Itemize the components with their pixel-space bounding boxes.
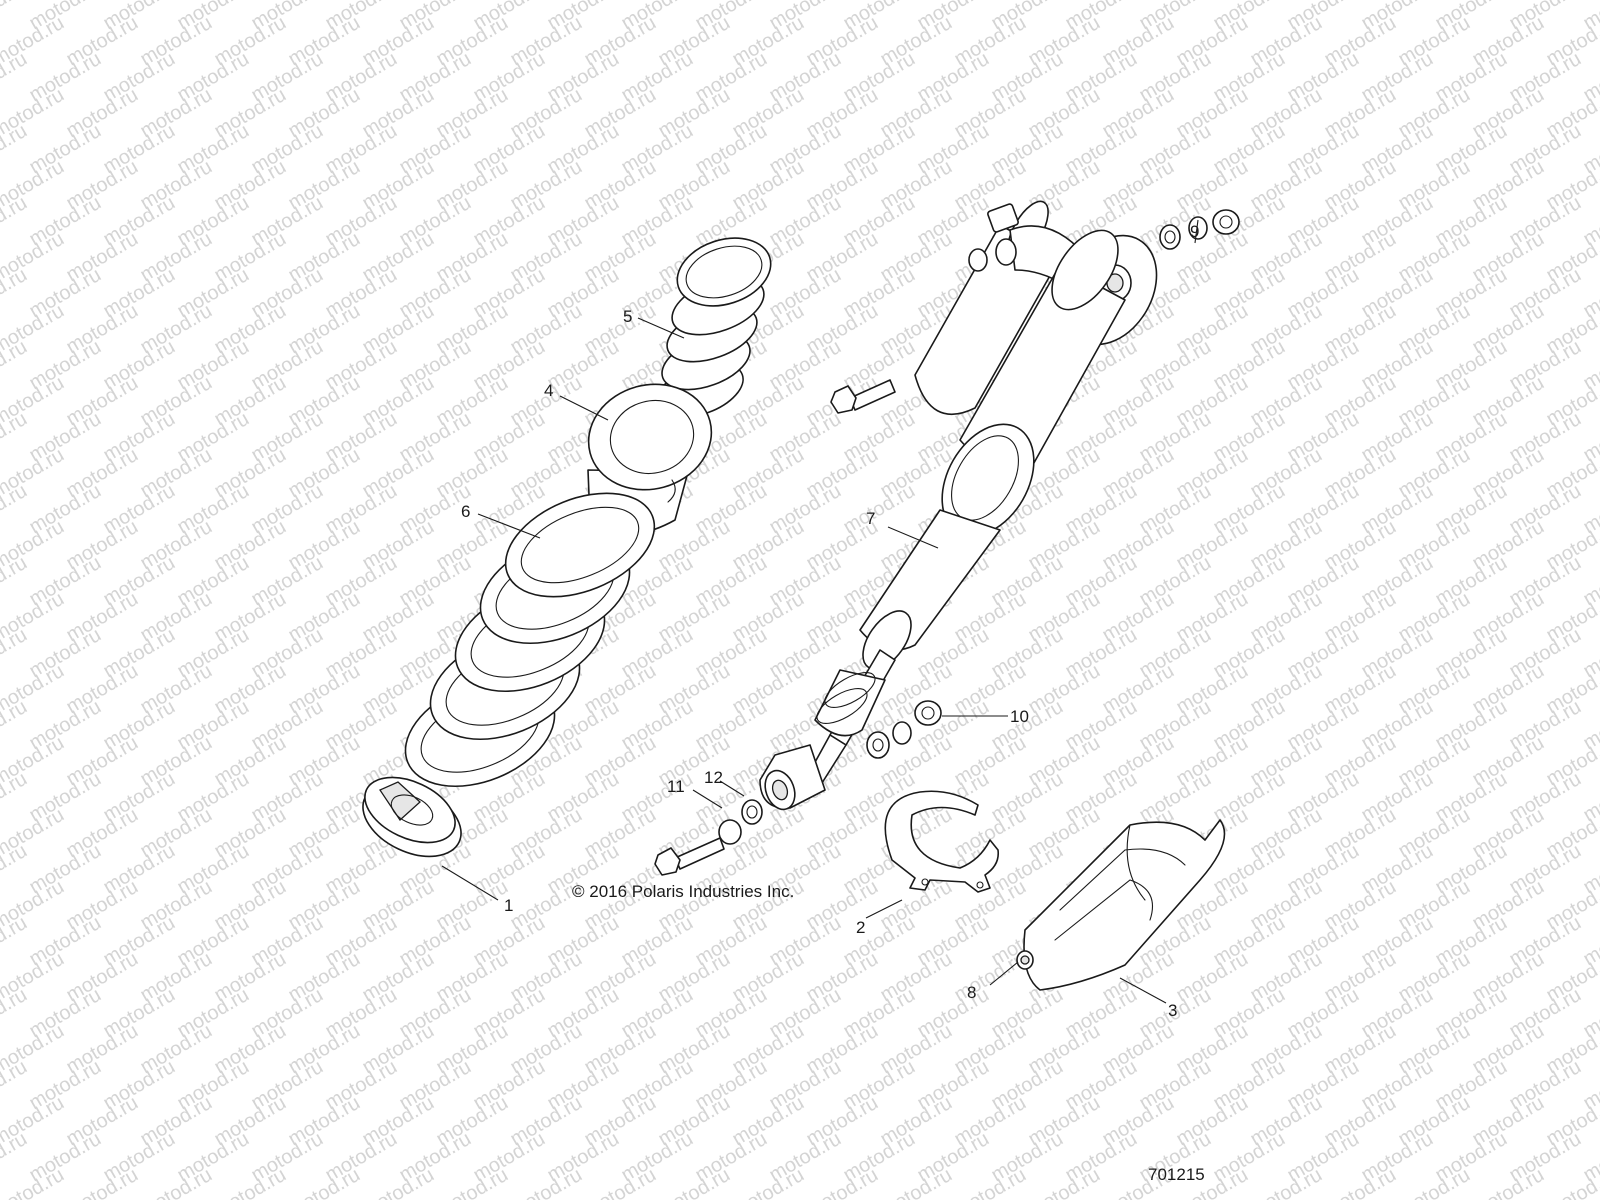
callout-10[interactable]: 10	[1010, 707, 1029, 726]
part-9-bushing-set[interactable]	[1159, 209, 1240, 250]
callout-6[interactable]: 6	[461, 502, 470, 521]
callout-11[interactable]: 11	[667, 777, 685, 796]
callout-2[interactable]: 2	[856, 918, 865, 937]
callout-1[interactable]: 1	[504, 896, 513, 915]
part-7-shock-absorber[interactable]	[759, 195, 1175, 813]
part-2-clamp-bracket[interactable]	[884, 790, 1000, 893]
callout-7[interactable]: 7	[866, 509, 875, 528]
part-8-fastener[interactable]	[1016, 950, 1034, 970]
callout-5[interactable]: 5	[623, 307, 632, 326]
part-10-bushing-set[interactable]	[866, 700, 942, 759]
callout-3[interactable]: 3	[1168, 1001, 1177, 1020]
callout-9[interactable]: 9	[1190, 222, 1199, 241]
part-11-bolt[interactable]	[654, 819, 742, 876]
callout-4[interactable]: 4	[544, 381, 553, 400]
copyright-notice: © 2016 Polaris Industries Inc.	[572, 882, 794, 901]
callout-8[interactable]: 8	[967, 983, 976, 1002]
upper-mounting-bolt[interactable]	[830, 379, 896, 414]
callout-12[interactable]: 12	[704, 768, 723, 787]
part-6-main-spring[interactable]	[390, 473, 670, 807]
part-12-washer[interactable]	[741, 799, 763, 825]
diagram-number: 701215	[1148, 1165, 1205, 1184]
part-3-shock-guard[interactable]	[1023, 819, 1226, 991]
